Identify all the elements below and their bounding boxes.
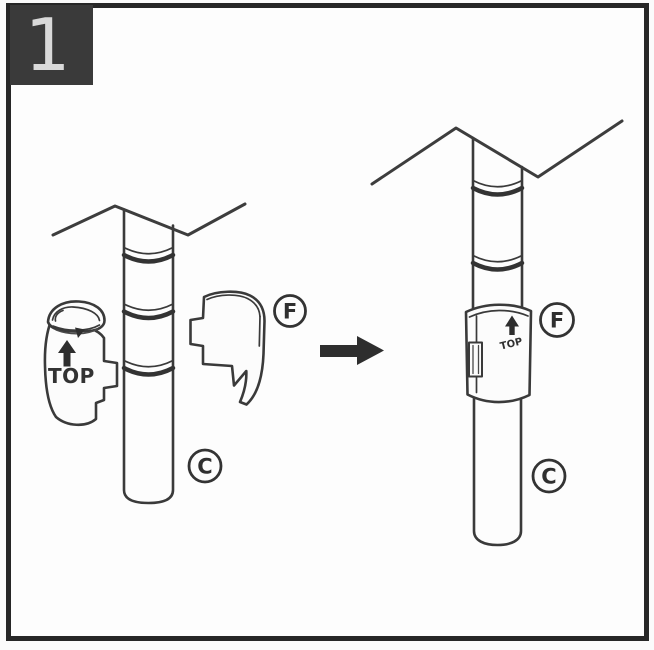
- clamp-top-rim-inner: [468, 309, 529, 318]
- right-pole-lower-fill: [474, 396, 521, 545]
- left-pole-outline: [122, 208, 175, 505]
- shelf-corner-lines: [370, 119, 624, 186]
- part-letter: C: [197, 455, 212, 479]
- part-label-circle: [539, 302, 575, 338]
- part-label-circle: [187, 448, 223, 484]
- part-label-c-left: C: [187, 448, 223, 484]
- top-label: TOP: [48, 364, 95, 388]
- right-pole-rings: [470, 179, 525, 272]
- shelf-corner-lines: [51, 202, 247, 237]
- part-label-c-right: C: [531, 458, 567, 494]
- clamp-curl-spiral: [54, 309, 64, 322]
- left-figure-exploded: TOP F C: [43, 202, 307, 505]
- part-letter: F: [550, 309, 564, 333]
- left-pole-fill: [124, 209, 173, 503]
- clamp-rim-gap: [75, 327, 85, 338]
- assembled-clamp-body: [464, 303, 533, 404]
- clamp-latch-tab: [468, 341, 483, 378]
- part-letter: C: [541, 465, 556, 489]
- up-arrow-icon: [505, 315, 519, 335]
- assembled-clamp: TOP: [464, 303, 533, 404]
- clamp-rim-inner-line: [206, 294, 261, 318]
- left-pole-rings: [121, 246, 176, 377]
- part-letter: F: [283, 300, 297, 324]
- part-label-circle: [273, 294, 307, 328]
- up-arrow-icon: [58, 340, 76, 367]
- step-badge: 1: [10, 5, 93, 85]
- clamp-half-right-body: [189, 290, 266, 406]
- part-label-circle: [531, 458, 567, 494]
- top-label: TOP: [499, 336, 524, 352]
- part-label-f-right: F: [539, 302, 575, 338]
- part-label-f-left: F: [273, 294, 307, 328]
- clamp-sheet-edge: [258, 315, 261, 347]
- transition-arrow-icon: [320, 336, 384, 365]
- right-pole-lower-outline: [472, 394, 523, 547]
- clamp-curl-inner-line: [51, 306, 101, 322]
- step-number: 1: [24, 3, 71, 87]
- clamp-half-left: TOP: [43, 300, 119, 427]
- right-figure-assembled: TOP F C: [370, 119, 624, 547]
- clamp-half-right: [189, 290, 266, 406]
